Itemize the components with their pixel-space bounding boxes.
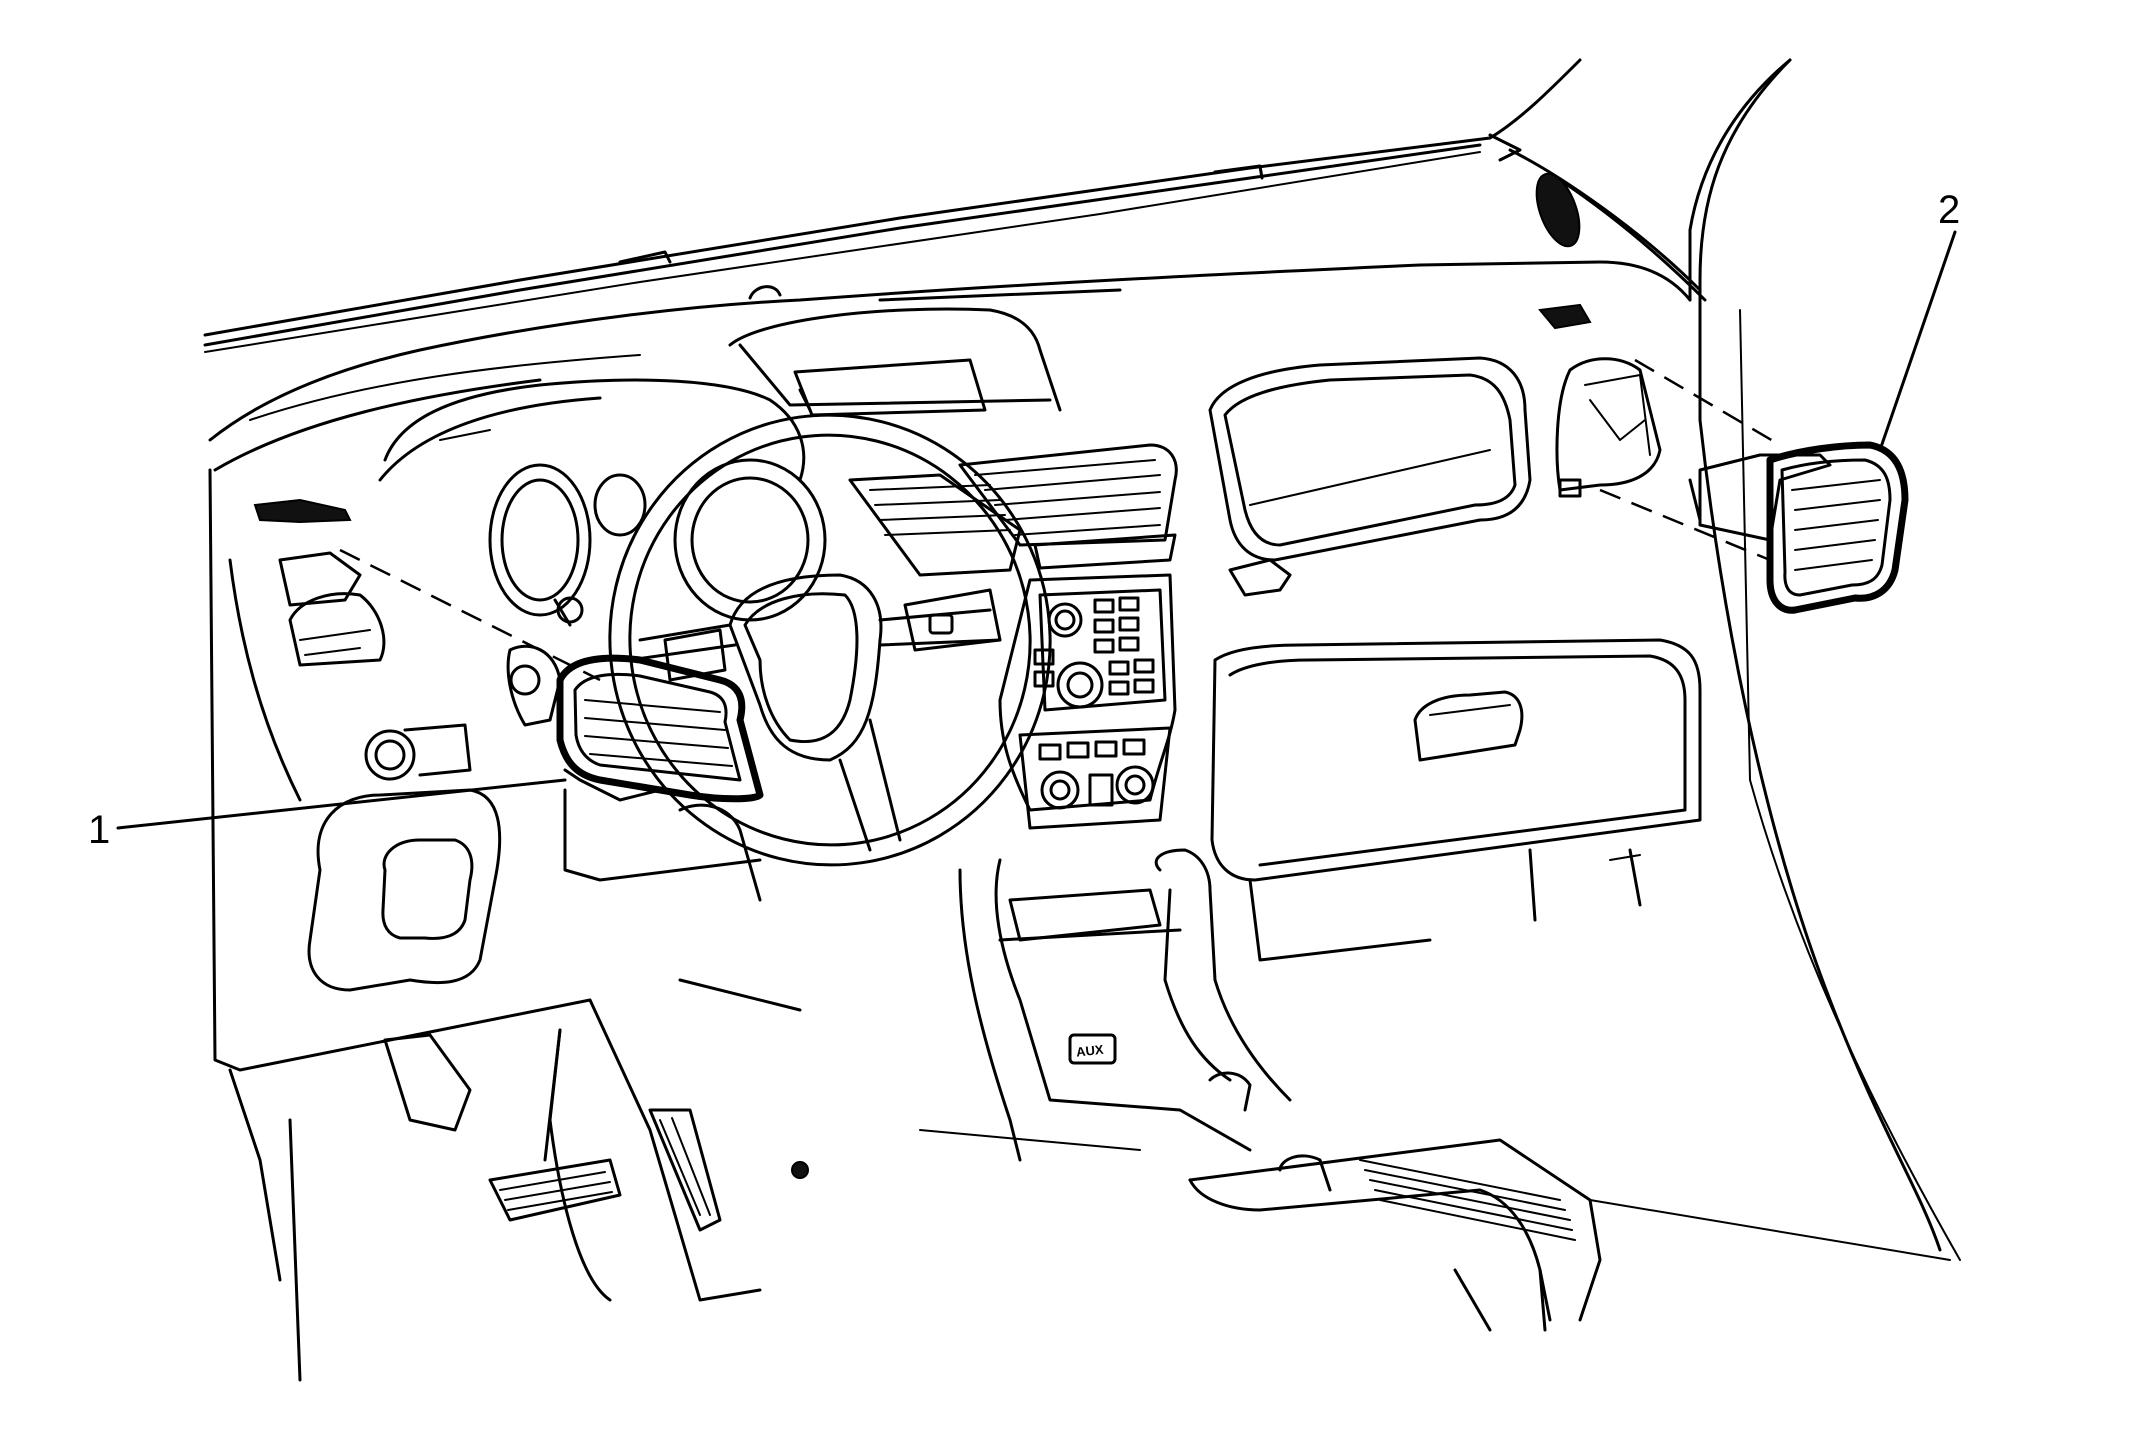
glove-box — [1210, 638, 1702, 962]
center-console: AUX — [958, 848, 1602, 1332]
callout-2: 2 — [1938, 188, 1960, 232]
callout-leaders — [116, 230, 1957, 830]
center-display-pod — [728, 285, 1062, 417]
steering-column-lower — [548, 803, 809, 1302]
center-air-vents — [848, 443, 1178, 577]
dashboard-top — [208, 260, 1692, 472]
passenger-dash-panel — [1208, 303, 1592, 597]
instrument-cluster-hood — [378, 378, 827, 627]
right-air-vent — [1688, 441, 1909, 614]
speaker-grille — [1535, 172, 1581, 248]
right-vent-opening — [1555, 357, 1662, 498]
a-pillar-right — [1488, 58, 1961, 1261]
left-vent-opening — [253, 498, 386, 667]
installation-guide-lines — [339, 358, 1781, 682]
center-stack — [998, 573, 1177, 830]
windshield — [203, 133, 1522, 353]
floor — [228, 1068, 1951, 1382]
aux-label: AUX — [1075, 1042, 1104, 1060]
callout-1: 1 — [88, 808, 110, 852]
steering-wheel — [608, 413, 1052, 867]
pedals — [383, 1028, 722, 1232]
